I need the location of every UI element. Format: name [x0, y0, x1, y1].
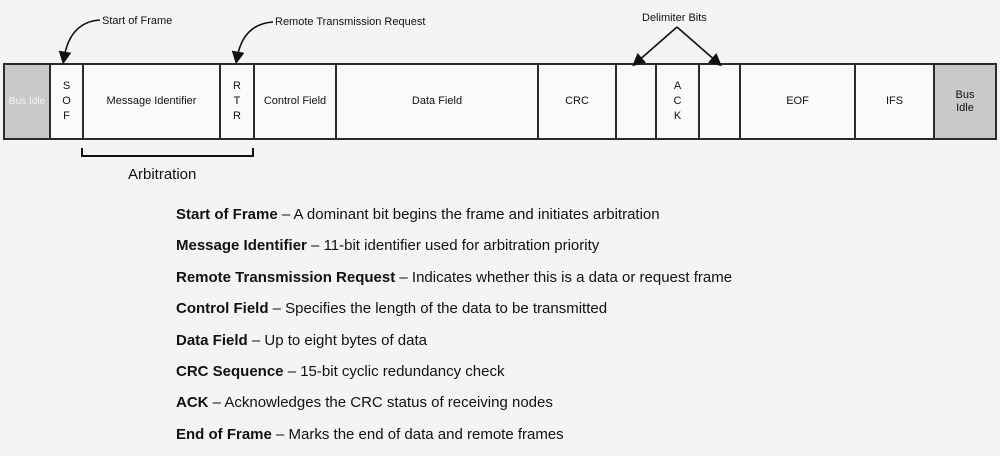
arbitration-bracket — [81, 148, 254, 157]
field-eof: EOF — [739, 63, 854, 140]
arbitration-label: Arbitration — [128, 166, 197, 183]
field-label: RTR — [233, 80, 241, 122]
definition-text: – 11-bit identifier used for arbitration… — [306, 237, 600, 255]
definition-term: Remote Transmission Request — [176, 268, 396, 286]
definition-text: – Indicates whether this is a data or re… — [395, 268, 733, 286]
field-crc: CRC — [537, 63, 615, 140]
definition-text: – Up to eight bytes of data — [247, 331, 427, 349]
field-label: IFS — [885, 95, 904, 107]
definition-item: ACK – Acknowledges the CRC status of rec… — [176, 393, 732, 424]
definition-term: Control Field — [176, 300, 269, 318]
field-ifs: IFS — [854, 63, 933, 140]
definition-item: End of Frame – Marks the end of data and… — [176, 425, 732, 456]
definition-item: Control Field – Specifies the length of … — [176, 299, 732, 330]
field-message-identifier: Message Identifier — [82, 63, 219, 140]
definition-text: – A dominant bit begins the frame and in… — [277, 206, 660, 223]
field-delimiter-2 — [698, 63, 739, 140]
annotation-lines — [58, 19, 722, 157]
field-data-field: Data Field — [335, 63, 537, 140]
definition-text: – Acknowledges the CRC status of receivi… — [208, 394, 553, 412]
field-label: EOF — [786, 95, 809, 107]
definition-term: Start of Frame — [176, 206, 278, 223]
definition-item: Start of Frame – A dominant bit begins t… — [176, 205, 732, 236]
field-label: Control Field — [263, 95, 327, 107]
definition-term: Data Field — [176, 331, 248, 349]
field-bus-idle-end: Bus Idle — [933, 63, 997, 140]
annotation-delimiter-bits: Delimiter Bits — [642, 12, 707, 24]
delimiter-arrow-right — [676, 26, 722, 67]
definition-text: – 15-bit cyclic redundancy check — [283, 362, 505, 380]
field-label: CRC — [565, 95, 589, 107]
field-bus-idle-start: Bus Idle — [3, 63, 49, 140]
field-delimiter-1 — [615, 63, 655, 140]
definition-list: Start of Frame – A dominant bit begins t… — [176, 205, 732, 456]
definition-term: End of Frame — [176, 425, 272, 443]
field-label: SOF — [62, 80, 71, 122]
field-label: Bus Idle — [955, 88, 975, 114]
annotation-rtr: Remote Transmission Request — [275, 16, 426, 28]
definition-item: Data Field – Up to eight bytes of data — [176, 331, 732, 362]
field-ack: ACK — [655, 63, 698, 140]
field-label: Data Field — [411, 95, 463, 107]
definition-item: Remote Transmission Request – Indicates … — [176, 268, 732, 299]
delimiter-arrow-left — [632, 26, 678, 67]
start-of-frame-arrow — [58, 19, 101, 65]
field-sof: SOF — [49, 63, 82, 140]
definition-text: – Specifies the length of the data to be… — [268, 300, 608, 318]
annotation-start-of-frame: Start of Frame — [102, 15, 173, 27]
definition-text: – Marks the end of data and remote frame… — [271, 425, 564, 443]
definition-term: CRC Sequence — [176, 362, 284, 380]
rtr-arrow — [231, 21, 274, 65]
field-label: Message Identifier — [106, 95, 197, 107]
field-control-field: Control Field — [253, 63, 335, 140]
field-label: Bus Idle — [8, 96, 46, 107]
definition-item: Message Identifier – 11-bit identifier u… — [176, 236, 732, 267]
definition-item: CRC Sequence – 15-bit cyclic redundancy … — [176, 362, 732, 393]
definition-term: ACK — [176, 394, 209, 412]
field-label: ACK — [673, 80, 682, 122]
definition-term: Message Identifier — [176, 237, 307, 255]
